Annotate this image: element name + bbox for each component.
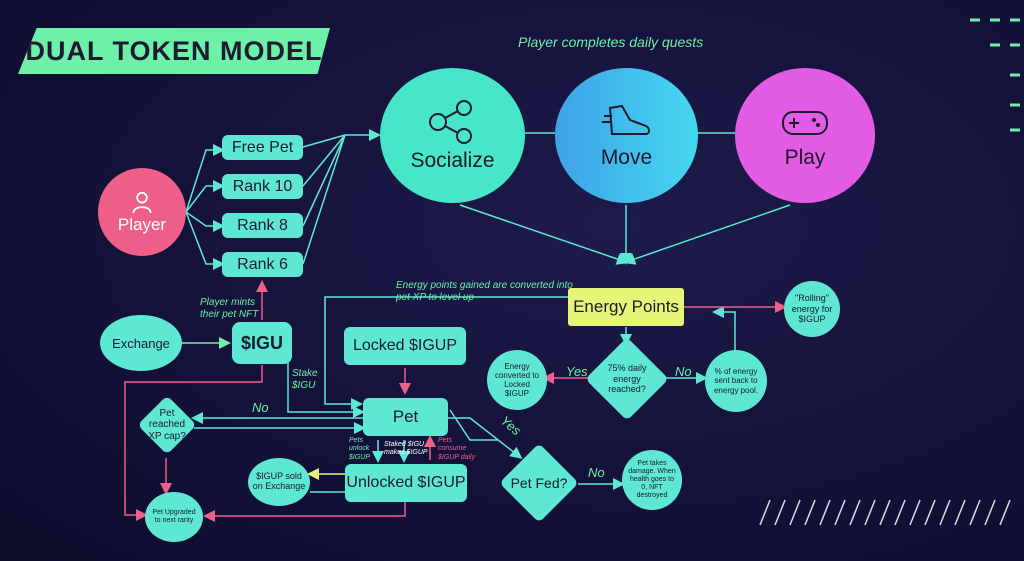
rank-free-pet: Free Pet [222, 135, 303, 160]
energy-converted-node: Energy converted to Locked $IGUP [487, 350, 547, 410]
move-label: Move [600, 145, 653, 169]
yes-label-daily: Yes [566, 364, 588, 379]
igup-sold-node: $IGUP sold on Exchange [248, 458, 310, 506]
rank-6: Rank 6 [222, 252, 303, 277]
energy-note: Energy points gained are converted into … [396, 280, 573, 303]
player-mints-note: Player mints their pet NFT [200, 297, 259, 320]
stake-igu-note: Stake $IGU [292, 368, 318, 391]
socialize-node: Socialize [380, 68, 525, 203]
pet-fed-text: Pet Fed? [510, 474, 568, 491]
daily-energy-text: 75% daily energy reached? [607, 363, 647, 395]
header-note: Player completes daily quests [518, 34, 704, 50]
player-label: Player [117, 215, 167, 234]
player-node: Player [98, 168, 186, 256]
staked-makes-note: Staked $IGU makes $IGUP [384, 441, 428, 457]
gamepad-icon [782, 110, 828, 135]
play-node: Play [735, 68, 875, 203]
network-icon [428, 99, 472, 144]
pet-node: Pet [363, 398, 448, 436]
pet-fed-decision: Pet Fed? [499, 443, 579, 523]
pets-consume-note: Pets consume $IGUP daily [438, 437, 476, 461]
rolling-energy-node: "Rolling" energy for $IGUP [784, 281, 840, 337]
pets-unlock-note: Pets unlock $IGUP [349, 437, 371, 461]
socialize-label: Socialize [410, 148, 495, 172]
pet-upgraded-node: Pet Upgraded to next rarity [145, 492, 203, 542]
user-icon [132, 191, 152, 214]
igu-token: $IGU [232, 322, 292, 364]
no-label-daily: No [675, 364, 692, 379]
move-node: Move [555, 68, 698, 203]
energy-points-node: Energy Points [568, 288, 684, 326]
xp-cap-decision: Pet reached XP cap? [137, 395, 197, 455]
no-label-xp: No [252, 400, 269, 415]
diagram-title: DUAL TOKEN MODEL [18, 28, 330, 74]
daily-energy-decision: 75% daily energy reached? [585, 337, 669, 421]
energy-pool-node: % of energy sent back to energy pool. [705, 350, 767, 412]
pet-damage-node: Pet takes damage. When health goes to 0,… [622, 450, 682, 510]
no-label-fed: No [588, 465, 605, 480]
rank-8: Rank 8 [222, 213, 303, 238]
unlocked-igup-node: Unlocked $IGUP [345, 464, 467, 502]
shoe-icon [601, 104, 650, 135]
locked-igup-node: Locked $IGUP [344, 327, 466, 365]
exchange-node: Exchange [100, 315, 182, 371]
rank-10: Rank 10 [222, 174, 303, 199]
xp-cap-text: Pet reached XP cap? [148, 407, 186, 442]
play-label: Play [784, 145, 826, 169]
